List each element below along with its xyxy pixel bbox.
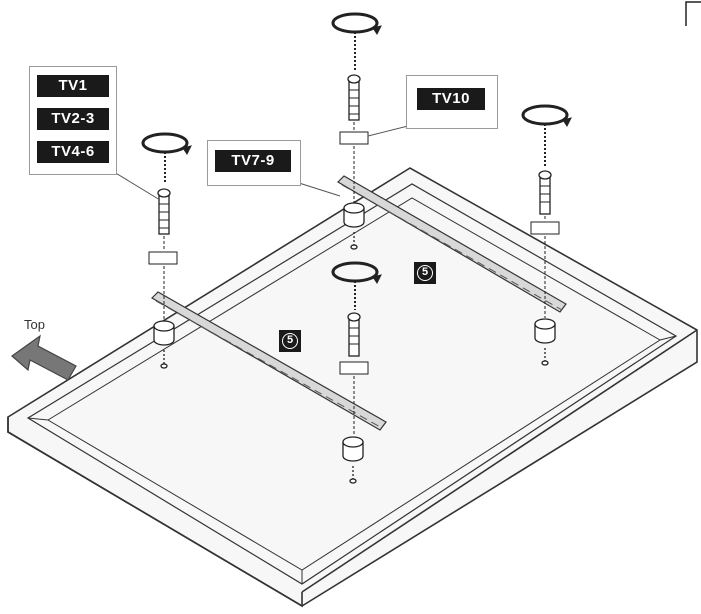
screw-assembly-top: [331, 12, 382, 202]
step-marker-left: 5: [279, 330, 301, 352]
screw-assembly-right: [521, 104, 572, 318]
spacer: [153, 320, 175, 369]
tv-panel: [7, 167, 698, 608]
step-number: 5: [282, 333, 298, 349]
direction-label: Top: [24, 317, 45, 332]
step-marker-right: 5: [414, 262, 436, 284]
spacer: [343, 202, 365, 250]
leader-lines: [113, 125, 409, 201]
label-tv4-6: TV4-6: [37, 141, 109, 163]
screw-assembly-left: [141, 132, 192, 320]
label-tv10: TV10: [417, 88, 485, 110]
label-tv7-9: TV7-9: [215, 150, 291, 172]
left-bracket-rail: [151, 291, 387, 431]
right-bracket-rail: [337, 175, 567, 313]
corner-mark: [685, 1, 701, 26]
label-tv2-3: TV2-3: [37, 108, 109, 130]
direction-arrow-icon: [11, 334, 77, 381]
spacer: [534, 318, 556, 366]
step-number: 5: [417, 265, 433, 281]
spacer: [342, 436, 364, 484]
screw-assembly-center: [331, 261, 382, 436]
label-tv1: TV1: [37, 75, 109, 97]
